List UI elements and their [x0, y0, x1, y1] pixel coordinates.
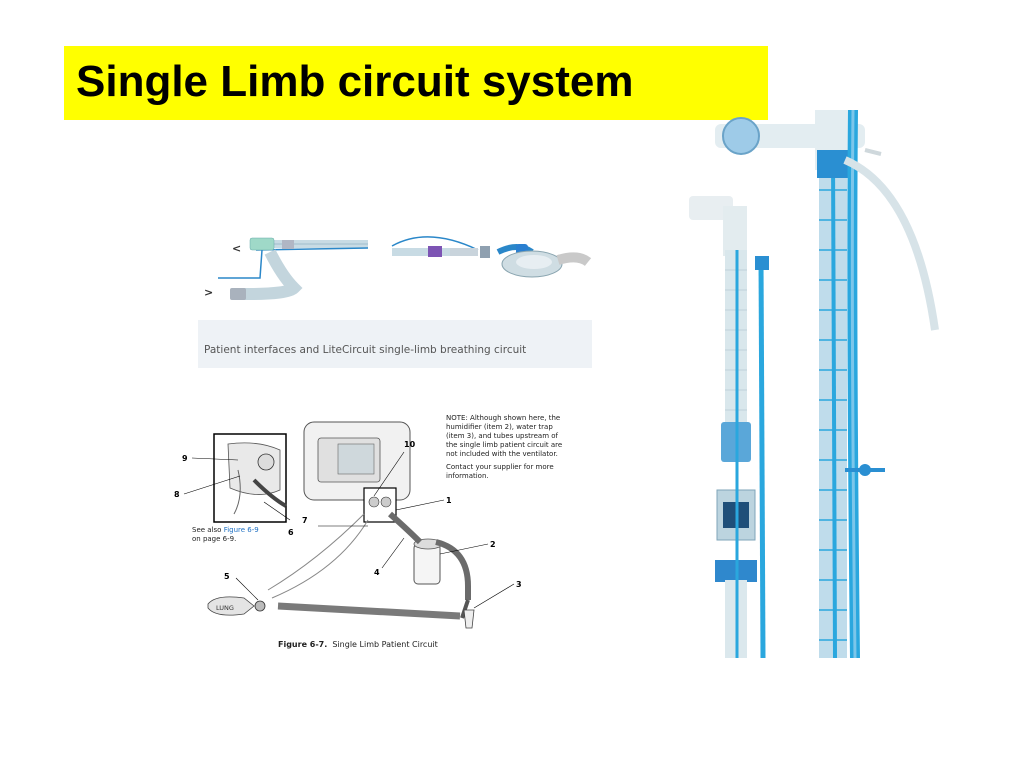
caption-bar: Patient interfaces and LiteCircuit singl… [198, 320, 592, 368]
callout-5: 5 [224, 572, 230, 581]
callout-7: 7 [302, 516, 308, 525]
callout-1: 1 [446, 496, 452, 505]
note-contact: Contact your supplier for more informati… [446, 463, 554, 480]
callout-10: 10 [404, 440, 416, 449]
caption-label: Figure 6-7. [278, 640, 328, 649]
litecircuit-figure: < > Patient interfaces and LiteCircuit s… [198, 230, 592, 370]
litecircuit-caption: Patient interfaces and LiteCircuit singl… [204, 344, 527, 356]
see-also-prefix: See also [192, 526, 222, 534]
note-block: NOTE: Although shown here, the humidifie… [446, 414, 568, 485]
callout-6: 6 [288, 528, 294, 537]
caption-text: Single Limb Patient Circuit [332, 640, 438, 649]
litecircuit-illustration [218, 230, 592, 320]
diagram-caption: Figure 6-7. Single Limb Patient Circuit [278, 640, 438, 649]
lung-label: LUNG [216, 604, 234, 612]
callout-8: 8 [174, 490, 180, 499]
inspiration-marker: < [232, 242, 242, 255]
see-also-suffix: on page 6-9. [192, 535, 237, 543]
circuit-drawing [183, 421, 515, 629]
callout-2: 2 [490, 540, 496, 549]
single-limb-diagram: NOTE: Although shown here, the humidifie… [168, 410, 568, 660]
callout-9: 9 [182, 454, 188, 463]
slide-title: Single Limb circuit system [76, 57, 634, 106]
title-banner: Single Limb circuit system [64, 46, 768, 120]
see-also-note: See also Figure 6-9 on page 6-9. [192, 526, 259, 544]
tubing-photo [689, 110, 939, 658]
callout-3: 3 [516, 580, 522, 589]
see-also-link[interactable]: Figure 6-9 [223, 526, 259, 534]
callout-4: 4 [374, 568, 380, 577]
note-text: NOTE: Although shown here, the humidifie… [446, 414, 563, 458]
expiration-marker: > [204, 286, 214, 299]
